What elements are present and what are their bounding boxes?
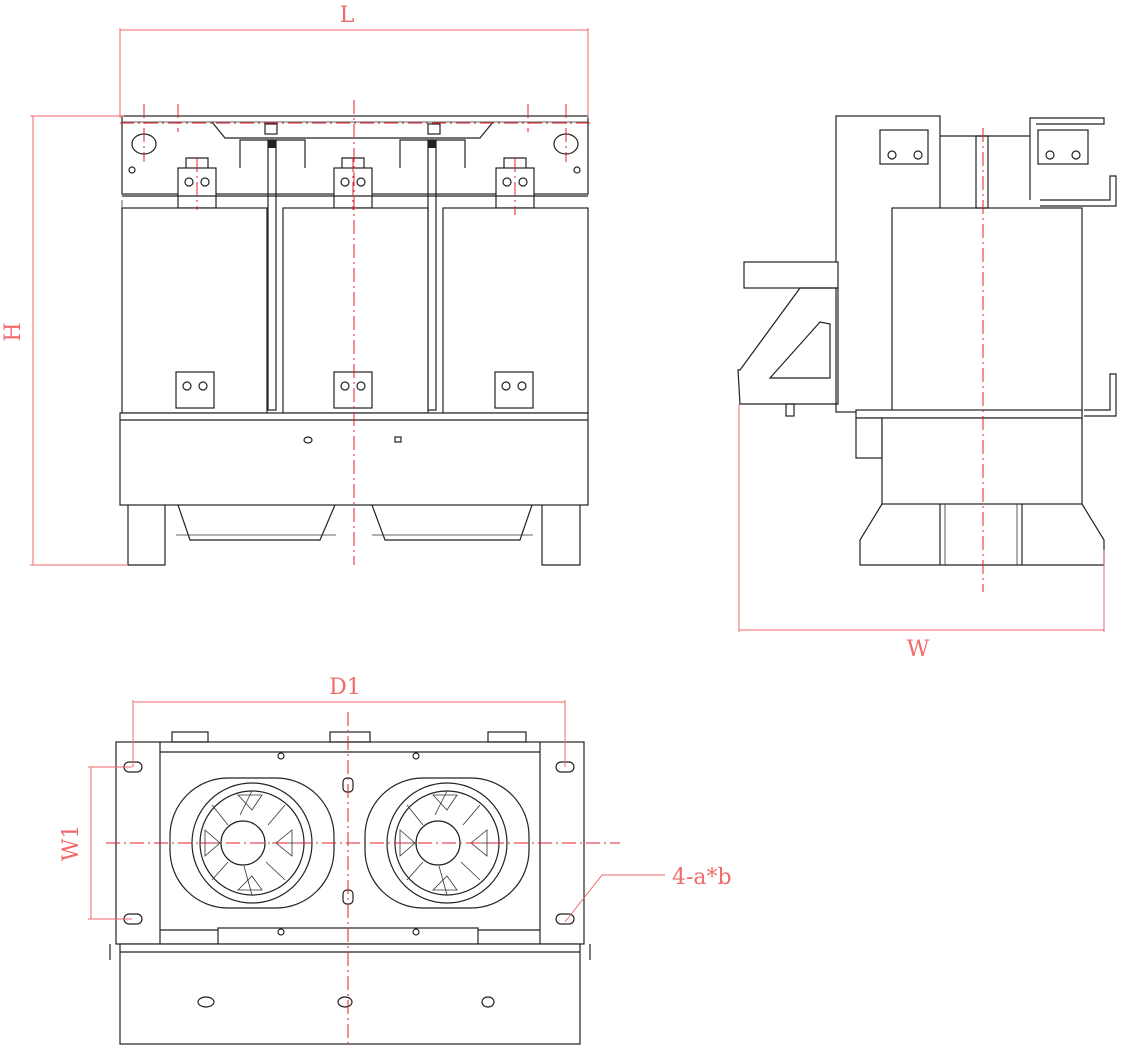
- dim-label-h: H: [1, 322, 26, 341]
- dimension-lines: [30, 28, 1105, 923]
- dim-label-w1: W1: [59, 825, 84, 862]
- side-fan-skirt: [859, 503, 1105, 566]
- bottom-cover: [119, 943, 581, 1045]
- bottom-view: [109, 731, 591, 1045]
- dim-label-l: L: [340, 3, 355, 28]
- dim-label-d1: D1: [329, 675, 361, 700]
- front-fan-left: [177, 504, 336, 541]
- front-leg-left: [127, 505, 166, 566]
- dim-label-w: W: [907, 637, 930, 662]
- side-base-box: [881, 417, 1083, 505]
- front-terminal-bottom-1: [175, 371, 215, 409]
- mount-hole-br: [555, 913, 575, 925]
- fan-left-icon: [169, 777, 335, 909]
- dim-label-holes: 4-a*b: [672, 865, 732, 890]
- centerlines: [106, 100, 984, 1046]
- front-view: [119, 115, 589, 566]
- front-fan-right: [371, 504, 533, 541]
- side-mount-box: [737, 287, 839, 405]
- front-terminal-bottom-2: [333, 371, 373, 409]
- front-top-bracket: [211, 121, 494, 139]
- front-terminal-bottom-3: [494, 371, 534, 409]
- side-coil: [891, 207, 1083, 414]
- front-leg-right: [541, 505, 581, 566]
- side-view: [737, 115, 1117, 566]
